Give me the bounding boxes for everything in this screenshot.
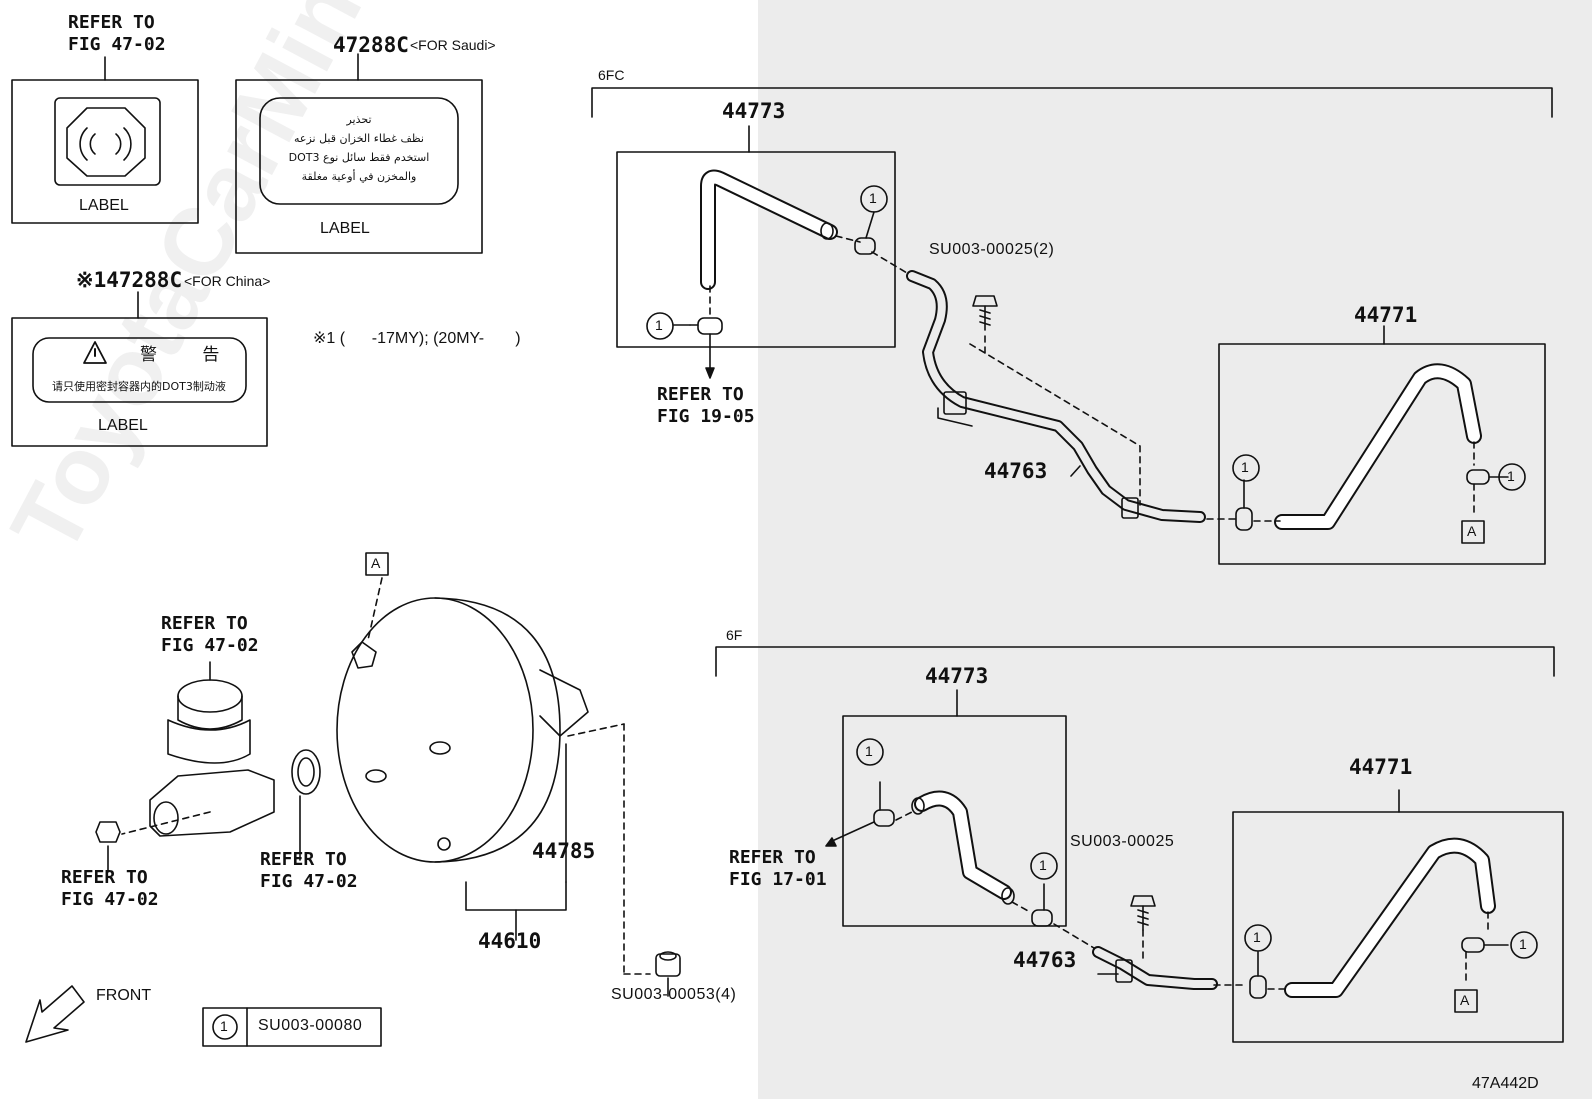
part-number-china: ※147288C	[76, 268, 183, 292]
legend-marker: 1	[220, 1018, 228, 1034]
refer-fig-19-05-label: REFER TO FIG 19-05	[657, 384, 755, 427]
part-number-44763: 44763	[984, 459, 1048, 483]
refer-fig-47-02-label: REFER TO FIG 47-02	[68, 12, 166, 55]
seal-icon	[291, 749, 321, 795]
part-number-44773: 44773	[722, 99, 786, 123]
arabic-warning-text: تحذير نظف غطاء الخزان قبل نزعه استخدم فق…	[288, 113, 430, 183]
clip-marker: 1	[1507, 468, 1515, 484]
part-number-44771: 44771	[1354, 303, 1418, 327]
clip-marker: 1	[865, 743, 873, 759]
clip-icon	[1466, 469, 1490, 485]
part-number-44771: 44771	[1349, 755, 1413, 779]
legend-box	[202, 1007, 382, 1047]
front-label: FRONT	[96, 987, 152, 1004]
china-warning-text: 请只使用密封容器内的DOT3制动液	[52, 380, 226, 393]
group-6fc	[591, 87, 1553, 565]
connector-marker-boxes	[365, 520, 1485, 1013]
label-box-2	[235, 53, 483, 254]
part-number-44763: 44763	[1013, 948, 1077, 972]
refer-fig-47-02-label: REFER TO FIG 47-02	[260, 849, 358, 892]
bolt-part-number: SU003-00025	[1070, 833, 1175, 850]
connector-marker: A	[1460, 992, 1470, 1008]
label-box-3	[11, 291, 268, 447]
clip-marker: 1	[1039, 857, 1047, 873]
connector-marker: A	[1467, 523, 1477, 539]
label-caption: LABEL	[98, 417, 148, 434]
bolt-icon	[972, 295, 998, 331]
refer-fig-17-01-label: REFER TO FIG 17-01	[729, 847, 827, 890]
front-arrow-icon	[25, 985, 85, 1043]
nut-icon	[655, 951, 681, 977]
clip-icon	[1031, 909, 1053, 927]
clip-marker: 1	[1241, 459, 1249, 475]
clip-icon	[854, 237, 876, 255]
clip-marker: 1	[655, 317, 663, 333]
legend-part-number: SU003-00080	[258, 1017, 363, 1034]
clip-marker: 1	[1253, 929, 1261, 945]
model-year-note: ※1 ( -17MY); (20MY- )	[313, 330, 521, 347]
clip-marker-circles	[646, 185, 1538, 959]
part-number-47288c: 47288C	[333, 33, 409, 57]
clip-icon	[1235, 507, 1253, 531]
for-china-note: <FOR China>	[184, 273, 271, 289]
shaded-panel	[758, 0, 1592, 1099]
connector-marker: A	[371, 555, 381, 571]
for-saudi-note: <FOR Saudi>	[410, 37, 496, 53]
refer-fig-47-02-label: REFER TO FIG 47-02	[61, 867, 159, 910]
clip-icon	[1461, 937, 1485, 953]
master-cylinder	[95, 661, 321, 873]
label-caption: LABEL	[79, 197, 129, 214]
group-label-6f: 6F	[726, 627, 743, 643]
diagram-code: 47A442D	[1472, 1075, 1539, 1092]
label-caption: LABEL	[320, 220, 370, 237]
clip-icon	[873, 809, 895, 827]
part-number-44773: 44773	[925, 664, 989, 688]
bolt-icon	[1130, 895, 1156, 931]
brake-booster	[336, 577, 681, 997]
label-box-1	[11, 56, 199, 224]
bolt-part-number: SU003-00025(2)	[929, 241, 1055, 258]
china-warning-title: 警 告	[140, 345, 240, 365]
nut-icon	[95, 821, 121, 843]
clip-icon	[689, 317, 723, 335]
part-number-44610: 44610	[478, 929, 542, 953]
group-6f	[715, 646, 1564, 1043]
clip-marker: 1	[1519, 936, 1527, 952]
group-label-6fc: 6FC	[598, 67, 625, 83]
part-number-44785: 44785	[532, 839, 596, 863]
refer-fig-47-02-label: REFER TO FIG 47-02	[161, 613, 259, 656]
clip-marker: 1	[869, 190, 877, 206]
clip-icon	[1249, 975, 1267, 999]
nut-part-number: SU003-00053(4)	[611, 986, 737, 1003]
